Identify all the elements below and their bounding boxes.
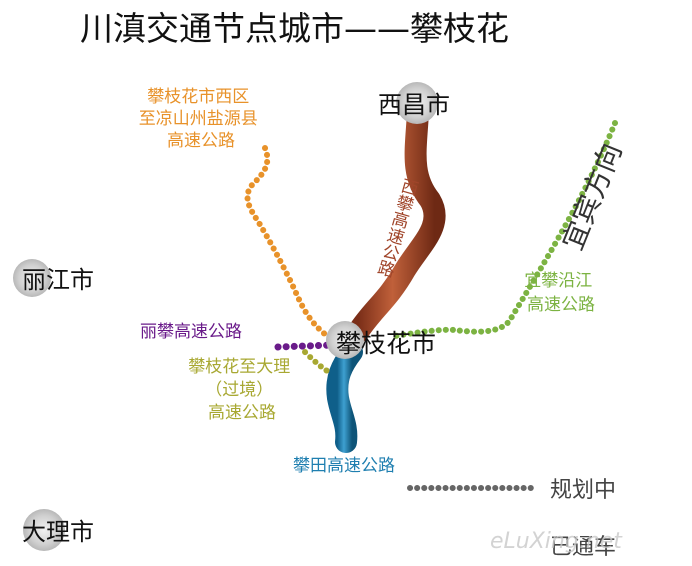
map-title: 川滇交通节点城市——攀枝花	[80, 9, 509, 48]
pz-dali-line-1: 攀枝花至大理	[188, 357, 290, 377]
pz-dali-line-3: 高速公路	[208, 403, 276, 423]
yipan-label: 宜攀沿江 高速公路	[524, 271, 597, 315]
dali-label: 大理市	[22, 518, 94, 546]
lipan-label: 丽攀高速公路	[140, 322, 242, 342]
pz-yanyuan-line-1: 攀枝花市西区	[147, 87, 249, 107]
watermark: eLuXing.net	[490, 529, 623, 554]
panzhihua-label: 攀枝花市	[336, 329, 436, 358]
panzhihua-city-dot	[326, 321, 364, 359]
lijiang-city-dot	[13, 259, 51, 297]
yibin-direction-label: 宜宾方向	[556, 138, 629, 254]
legend-planned-label: 规划中	[550, 478, 616, 503]
dali-city-dot	[23, 509, 65, 551]
xichang-label: 西昌市	[378, 91, 450, 119]
pantian-label: 攀田高速公路	[293, 456, 395, 476]
pz-yanyuan-label: 攀枝花市西区 至凉山州盐源县 高速公路	[139, 87, 263, 151]
xipan-expressway	[347, 101, 446, 343]
pz-dali-route	[302, 349, 335, 377]
legend-open-label: 已通车	[550, 535, 616, 560]
pz-yanyuan-line-3: 高速公路	[167, 131, 235, 151]
lijiang-label: 丽江市	[22, 266, 94, 294]
yipan-line-1: 宜攀沿江	[524, 271, 592, 291]
xichang-city-dot	[396, 82, 438, 124]
pz-yanyuan-route	[244, 145, 333, 341]
pantian-expressway	[326, 341, 363, 453]
lipan-route	[274, 341, 337, 351]
pz-dali-line-2: （过境）	[205, 380, 273, 400]
pz-yanyuan-line-2: 至凉山州盐源县	[139, 109, 258, 129]
pz-dali-label: 攀枝花至大理 （过境） 高速公路	[188, 357, 295, 423]
yipan-line-2: 高速公路	[527, 295, 595, 315]
yipan-route	[392, 120, 618, 339]
